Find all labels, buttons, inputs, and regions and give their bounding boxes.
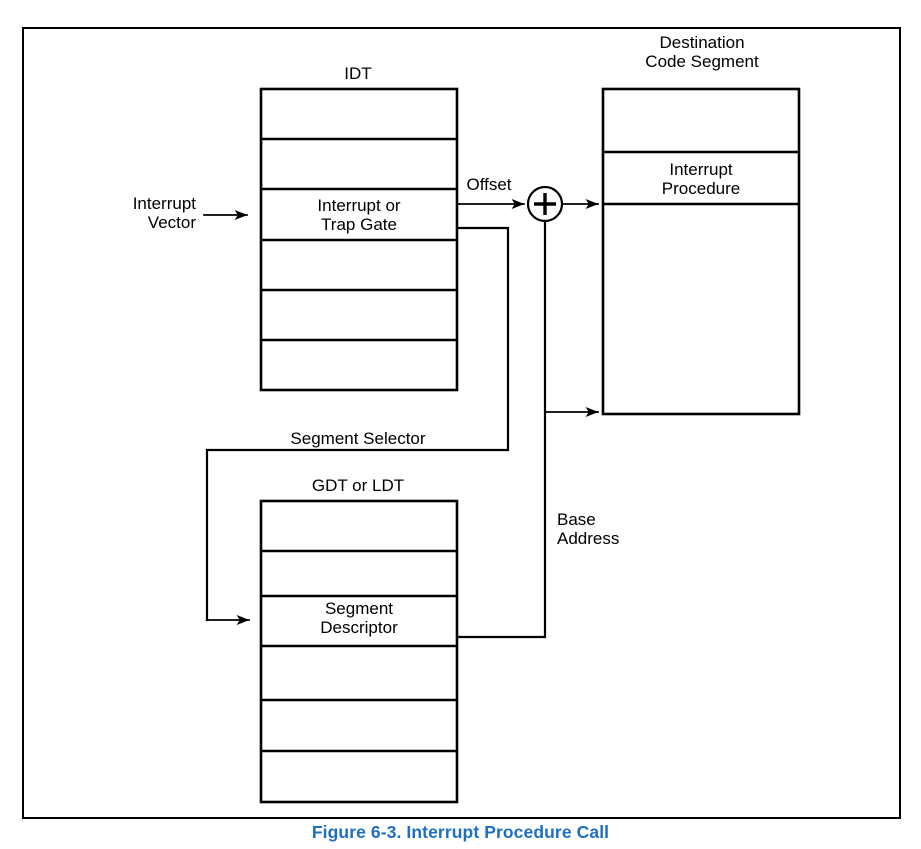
- gdt-outline: [259, 499, 459, 804]
- figure-caption: Figure 6-3. Interrupt Procedure Call: [311, 822, 610, 842]
- destination-title-line1: Destination: [659, 33, 744, 52]
- interrupt-procedure-label-line2: Procedure: [662, 179, 740, 198]
- segment-selector-label: Segment Selector: [290, 429, 425, 448]
- base-address-label-line1: Base: [557, 510, 596, 529]
- idt-title: IDT: [344, 64, 371, 83]
- idt-table: IDT Interrupt or Trap Gate: [259, 64, 459, 392]
- segment-selector-path: [205, 226, 510, 622]
- offset-label: Offset: [466, 175, 511, 194]
- destination-code-segment-table: Destination Code Segment Interrupt Proce…: [601, 33, 801, 416]
- segment-descriptor-label-line2: Descriptor: [320, 618, 398, 637]
- base-address-path: [455, 219, 547, 639]
- base-address-label-line2: Address: [557, 529, 619, 548]
- base-address-edge: Base Address: [455, 219, 619, 639]
- destination-outline: [601, 87, 801, 416]
- idt-gate-label-line2: Trap Gate: [321, 215, 397, 234]
- interrupt-vector-label-line1: Interrupt: [133, 194, 197, 213]
- segment-selector-edge: Segment Selector: [205, 226, 510, 625]
- interrupt-vector-edge: Interrupt Vector: [133, 194, 248, 232]
- destination-title-line2: Code Segment: [645, 52, 759, 71]
- interrupt-vector-label-line2: Vector: [148, 213, 197, 232]
- offset-edge: Offset: [456, 175, 525, 209]
- adder-node: [526, 185, 564, 223]
- interrupt-procedure-label-line1: Interrupt: [669, 160, 733, 179]
- gdt-title: GDT or LDT: [312, 476, 404, 495]
- idt-gate-label-line1: Interrupt or: [317, 196, 400, 215]
- gdt-ldt-table: GDT or LDT Segment Descriptor: [259, 476, 459, 804]
- segment-descriptor-label-line1: Segment: [325, 599, 393, 618]
